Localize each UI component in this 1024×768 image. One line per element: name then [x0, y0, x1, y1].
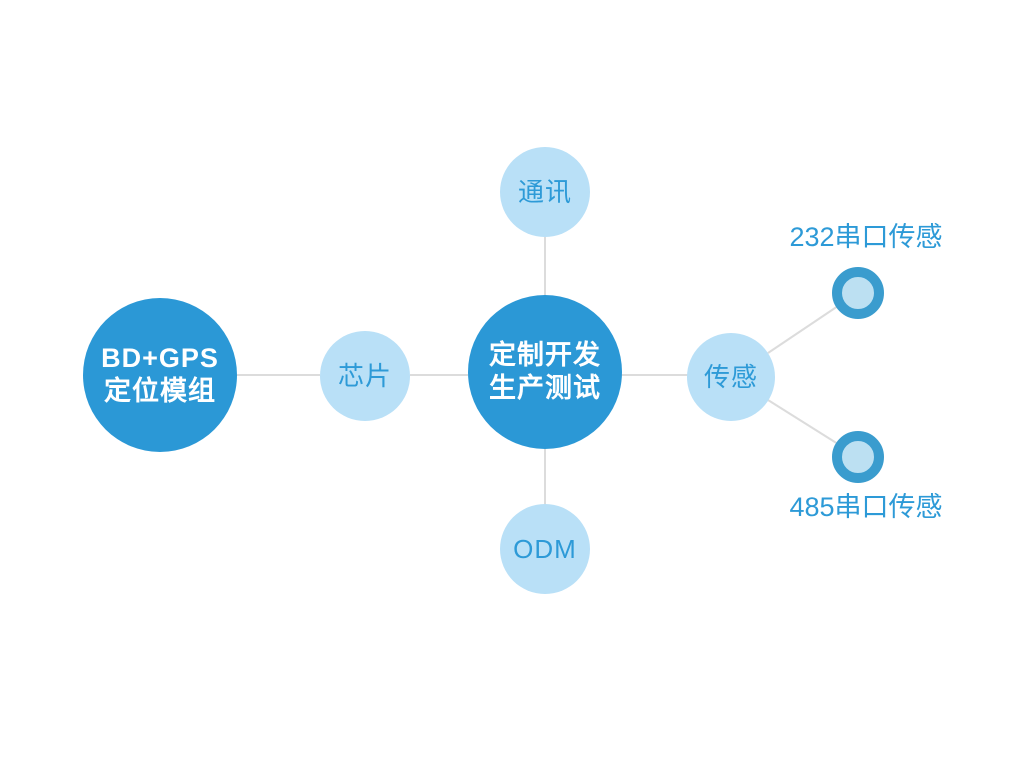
ring-node-232	[832, 267, 884, 319]
node-bd-gps-line2: 定位模组	[104, 376, 216, 406]
ring-node-485	[832, 431, 884, 483]
node-odm: ODM	[500, 504, 590, 594]
node-communication-label: 通讯	[517, 177, 572, 207]
node-sensor: 传感	[687, 333, 775, 421]
node-center-line1: 定制开发	[489, 340, 601, 370]
node-odm-label: ODM	[513, 534, 577, 564]
node-center-line2: 生产测试	[489, 373, 601, 403]
label-485-serial-sensor: 485串口传感	[789, 492, 943, 522]
node-chip: 芯片	[320, 331, 410, 421]
node-bd-gps-line1: BD+GPS	[101, 343, 219, 373]
line-sensor-to-232	[767, 305, 839, 354]
line-sensor-to-485	[767, 399, 839, 445]
node-custom-development: 定制开发 生产测试	[468, 295, 622, 449]
node-chip-label: 芯片	[337, 361, 392, 391]
node-bd-gps-module: BD+GPS 定位模组	[83, 298, 237, 452]
node-communication: 通讯	[500, 147, 590, 237]
label-232-serial-sensor: 232串口传感	[789, 222, 943, 252]
node-sensor-label: 传感	[703, 362, 758, 392]
